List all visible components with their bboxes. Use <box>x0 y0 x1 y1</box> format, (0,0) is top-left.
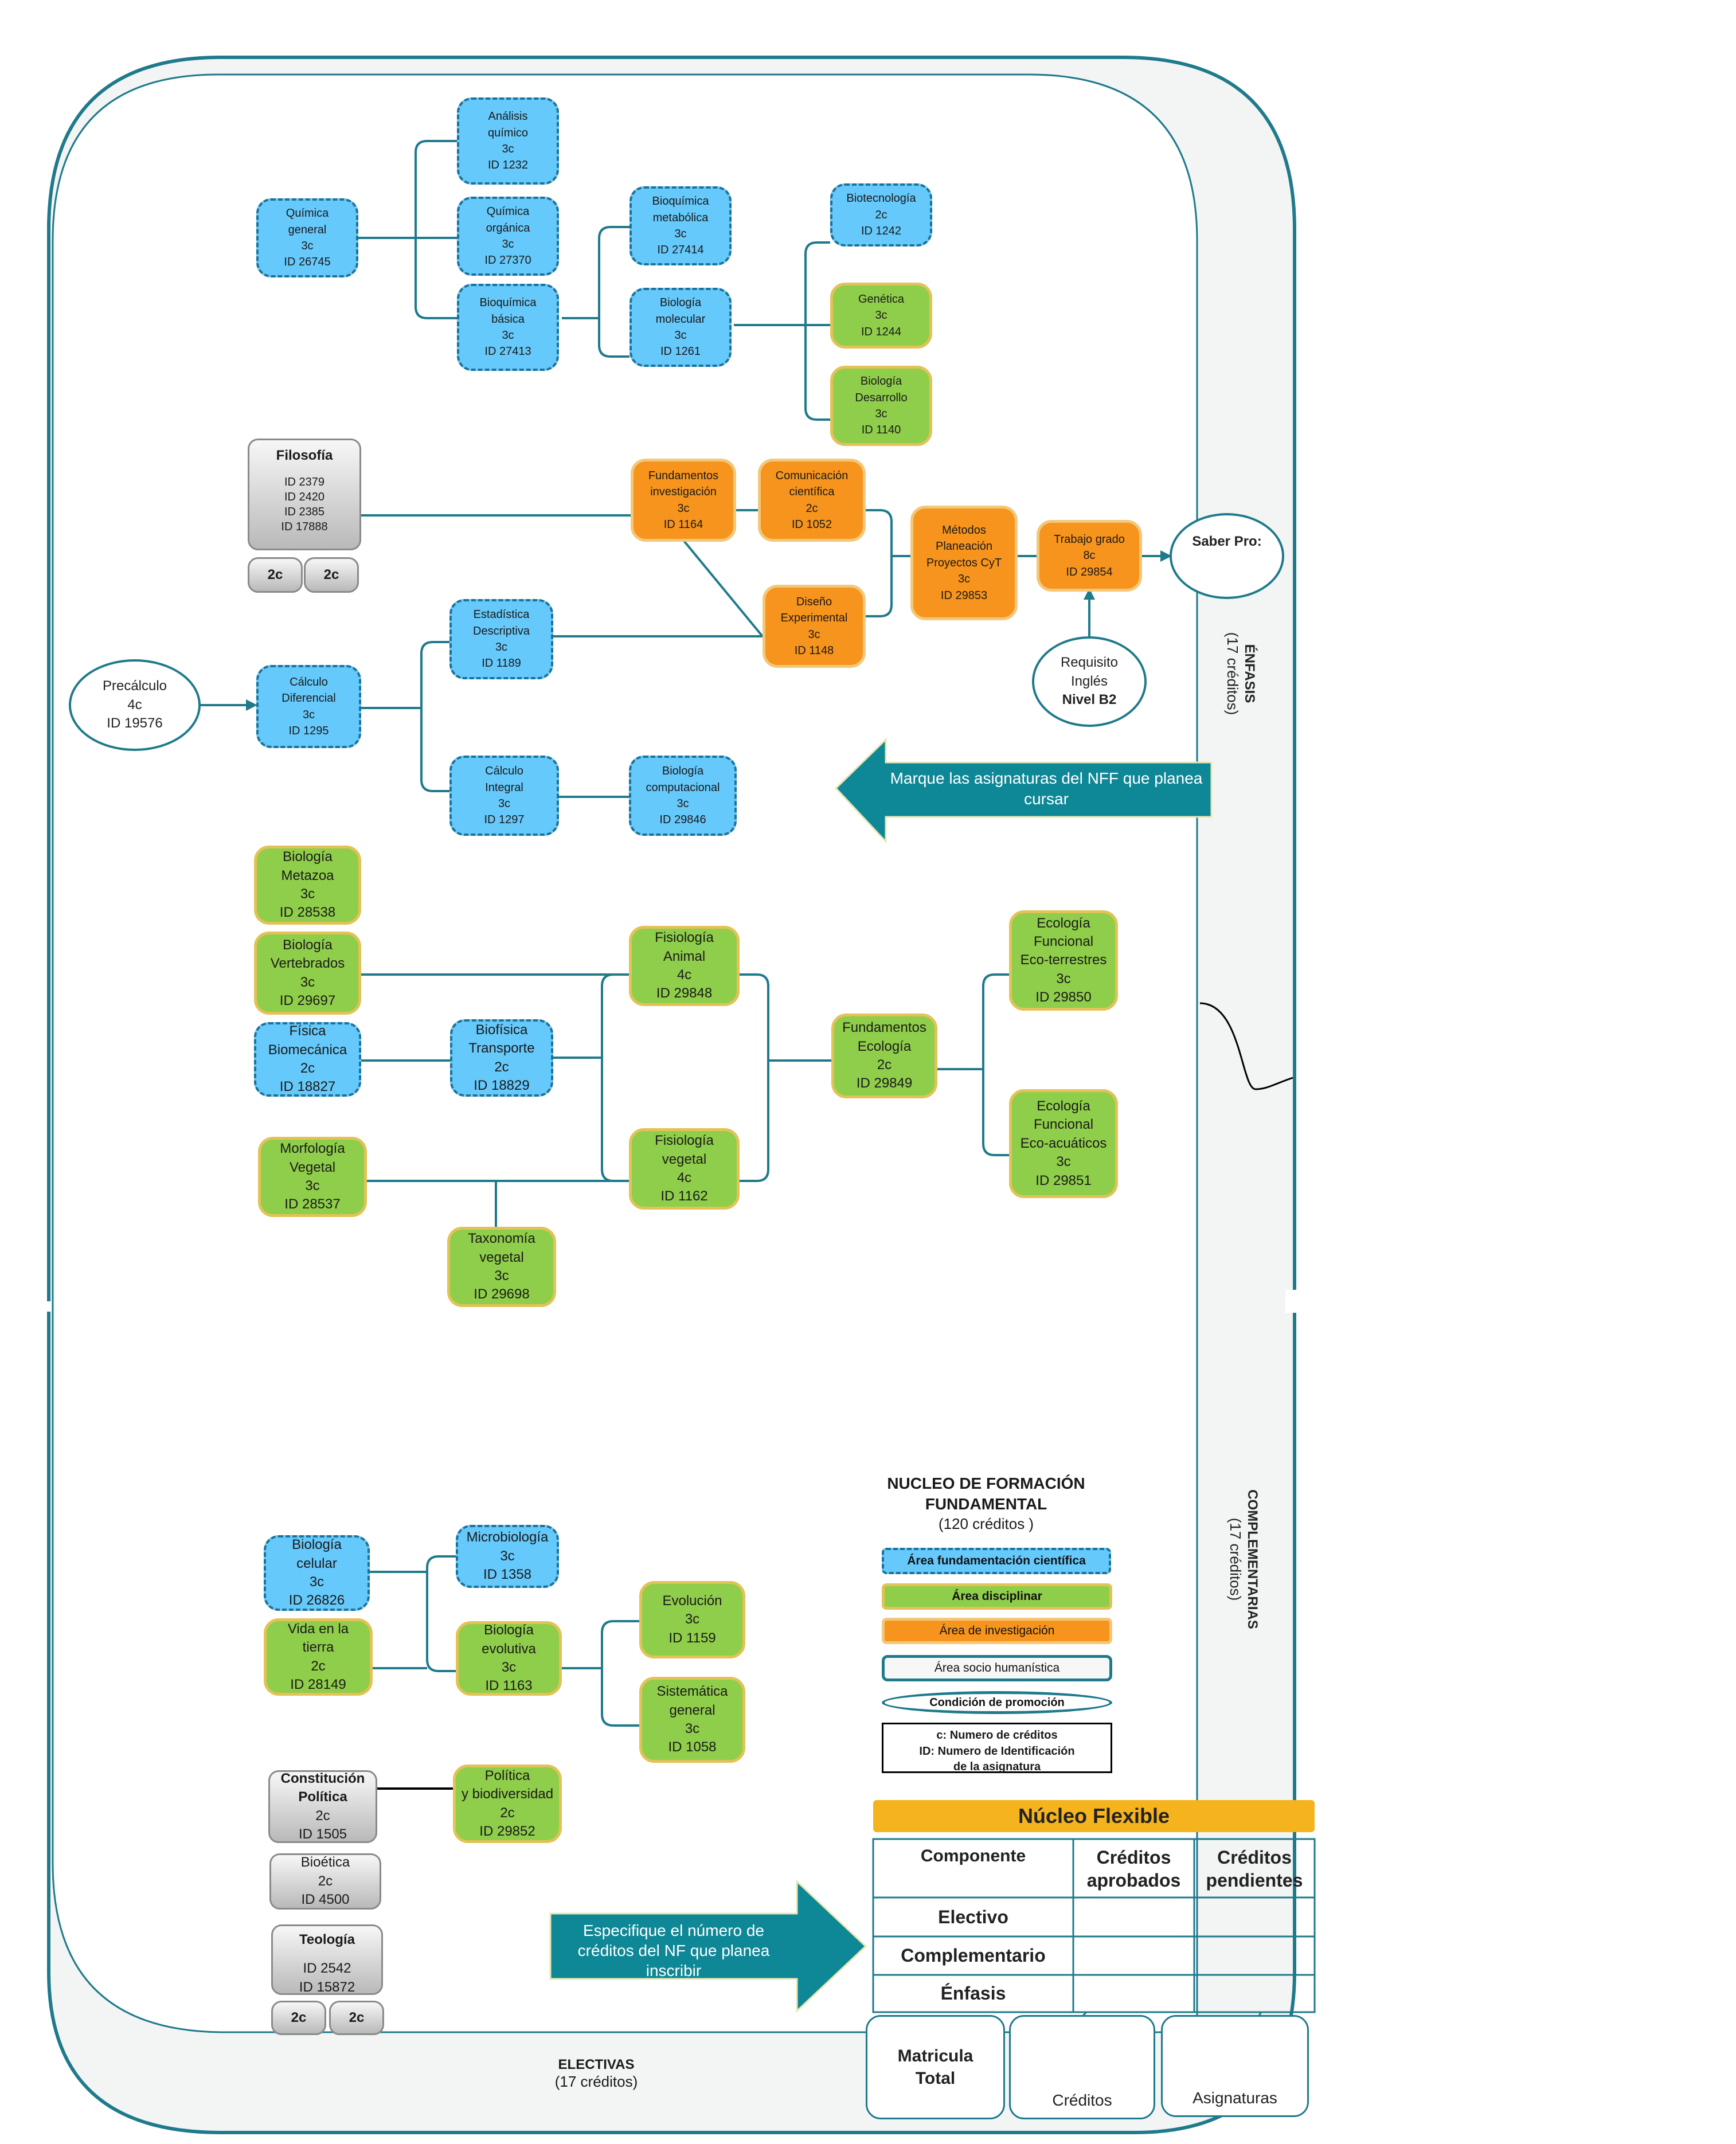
subject-fundamentos-ecologia[interactable]: Fundamentos Ecología 2c ID 29849 <box>831 1014 937 1098</box>
subject-taxonomia-vegetal[interactable]: Taxonomía vegetal 3c ID 29698 <box>447 1227 556 1307</box>
subject-fisiologia-animal[interactable]: Fisiología Animal 4c ID 29848 <box>629 926 740 1006</box>
legend-title: NUCLEO DE FORMACIÓN FUNDAMENTAL <box>887 1474 1085 1513</box>
input-enfasis-aprobados[interactable] <box>1075 1977 1192 2010</box>
header-creditos-pendientes: Créditos pendientes <box>1206 1847 1303 1891</box>
subject-fisiologia-vegetal[interactable]: Fisiología vegetal 4c ID 1162 <box>629 1128 740 1210</box>
header-creditos-aprobados: Créditos aprobados <box>1086 1847 1181 1891</box>
callout-nff-text: Marque las asignaturas del NFF que plane… <box>890 769 1203 808</box>
subject-calculo-diferencial[interactable]: Cálculo Diferencial 3c ID 1295 <box>256 665 361 748</box>
subject-quimica-organica[interactable]: Química orgánica 3c ID 27370 <box>457 197 559 276</box>
subject-fundamentos-investigacion[interactable]: Fundamentos investigación 3c ID 1164 <box>631 459 736 542</box>
subject-bioquimica-metabolica[interactable]: Bioquímica metabólica 3c ID 27414 <box>630 186 732 265</box>
filosofia-credit-1[interactable]: 2c <box>248 557 303 593</box>
input-electivo-aprobados[interactable] <box>1075 1899 1192 1935</box>
section-electivas: ELECTIVAS (17 créditos) <box>554 2057 638 2090</box>
subject-morfologia-vegetal[interactable]: Morfología Vegetal 3c ID 28537 <box>258 1137 367 1217</box>
subject-trabajo-grado[interactable]: Trabajo grado 8c ID 29854 <box>1037 520 1142 592</box>
row-complementario-label: Complementario <box>901 1945 1046 1966</box>
subject-diseno-experimental[interactable]: Diseño Experimental 3c ID 1148 <box>763 585 866 668</box>
input-complementario-pendientes[interactable] <box>1196 1938 1313 1973</box>
saber-pro-condition: Saber Pro: <box>1170 513 1284 599</box>
subject-biologia-computacional[interactable]: Biología computacional 3c ID 29846 <box>629 756 737 836</box>
callout-left-arrow <box>834 737 1213 844</box>
nucleo-flexible-banner: Núcleo Flexible <box>873 1800 1315 1832</box>
subject-estadistica-descriptiva[interactable]: Estadística Descriptiva 3c ID 1189 <box>449 599 553 679</box>
subject-calculo-integral[interactable]: Cálculo Integral 3c ID 1297 <box>449 756 559 836</box>
subject-biologia-desarrollo[interactable]: Biología Desarrollo 3c ID 1140 <box>830 366 932 446</box>
subject-quimica-general[interactable]: Química general 3c ID 26745 <box>256 198 358 277</box>
subject-microbiologia[interactable]: Microbiología 3c ID 1358 <box>456 1525 559 1588</box>
subject-evolucion[interactable]: Evolución 3c ID 1159 <box>639 1581 745 1658</box>
callout-nf-text: Especifique el número de créditos del NF… <box>577 1922 770 1979</box>
header-componente: Componente <box>920 1846 1026 1865</box>
subject-comunicacion-cientifica[interactable]: Comunicación científica 2c ID 1052 <box>758 459 866 542</box>
legend-key: c: Numero de créditos ID: Numero de Iden… <box>882 1723 1112 1773</box>
subject-fisica-biomecanica[interactable]: Física Biomecánica 2c ID 18827 <box>254 1022 361 1097</box>
subject-ecologia-eco-terrestres[interactable]: Ecología Funcional Eco-terrestres 3c ID … <box>1009 910 1118 1011</box>
subject-metodos-planeacion[interactable]: Métodos Planeación Proyectos CyT 3c ID 2… <box>910 506 1018 620</box>
subject-politica-biodiversidad[interactable]: Política y biodiversidad 2c ID 29852 <box>453 1765 562 1843</box>
subject-genetica[interactable]: Genética 3c ID 1244 <box>830 283 932 349</box>
subject-biologia-metazoa[interactable]: Biología Metazoa 3c ID 28538 <box>254 846 361 925</box>
row-enfasis-label: Énfasis <box>940 1983 1006 2004</box>
subject-sistematica-general[interactable]: Sistemática general 3c ID 1058 <box>639 1677 745 1763</box>
matricula-asignaturas-field[interactable]: Asignaturas <box>1161 2015 1309 2117</box>
input-electivo-pendientes[interactable] <box>1196 1899 1313 1935</box>
subject-constitucion-politica[interactable]: Constitución Política 2c ID 1505 <box>268 1770 377 1843</box>
input-complementario-aprobados[interactable] <box>1075 1938 1192 1973</box>
callout-right-arrow <box>549 1879 867 2013</box>
subject-teologia[interactable]: Teología ID 2542 ID 15872 <box>271 1924 383 1995</box>
legend-area-socio-humanistica: Área socio humanística <box>882 1655 1112 1681</box>
filosofia-credit-2[interactable]: 2c <box>304 557 359 593</box>
subject-analisis-quimico[interactable]: Análisis químico 3c ID 1232 <box>457 97 559 185</box>
teologia-credit-2[interactable]: 2c <box>329 2001 384 2035</box>
legend-area-investigacion: Área de investigación <box>882 1618 1112 1644</box>
legend-title-credits: (120 créditos ) <box>938 1515 1034 1532</box>
teologia-credit-1[interactable]: 2c <box>271 2001 326 2035</box>
subject-ecologia-eco-acuaticos[interactable]: Ecología Funcional Eco-acuáticos 3c ID 2… <box>1009 1089 1118 1198</box>
row-electivo-label: Electivo <box>938 1906 1008 1927</box>
input-enfasis-pendientes[interactable] <box>1196 1977 1313 2010</box>
subject-bioetica[interactable]: Bioética 2c ID 4500 <box>269 1853 381 1910</box>
requisito-ingles-condition: Requisito Inglés Nivel B2 <box>1032 636 1147 727</box>
legend-area-disciplinar: Área disciplinar <box>882 1583 1112 1610</box>
legend-area-cientifica: Área fundamentación científica <box>882 1548 1111 1574</box>
subject-filosofia[interactable]: Filosofía ID 2379 ID 2420 ID 2385 ID 178… <box>248 439 361 550</box>
precalculo-condition: Precálculo 4c ID 19576 <box>69 659 201 751</box>
legend-condicion-promocion: Condición de promoción <box>882 1691 1112 1714</box>
subject-biologia-evolutiva[interactable]: Biología evolutiva 3c ID 1163 <box>456 1621 562 1696</box>
subject-bioquimica-basica[interactable]: Bioquímica básica 3c ID 27413 <box>457 284 559 371</box>
subject-vida-en-la-tierra[interactable]: Vida en la tierra 2c ID 28149 <box>264 1618 373 1696</box>
section-complementarias: COMPLEMENTARIAS (17 créditos) <box>1227 1489 1260 1629</box>
subject-biologia-celular[interactable]: Biología celular 3c ID 26826 <box>264 1535 370 1611</box>
matricula-total-label: Matricula Total <box>866 2015 1005 2119</box>
subject-biologia-vertebrados[interactable]: Biología Vertebrados 3c ID 29697 <box>254 932 361 1015</box>
subject-biotecnologia[interactable]: Biotecnología 2c ID 1242 <box>830 183 932 247</box>
matricula-creditos-field[interactable]: Créditos <box>1009 2015 1155 2119</box>
subject-biofisica-transporte[interactable]: Biofísica Transporte 2c ID 18829 <box>450 1019 553 1097</box>
section-enfasis: ÉNFASIS (17 créditos) <box>1224 632 1257 715</box>
subject-biologia-molecular[interactable]: Biología molecular 3c ID 1261 <box>630 288 732 367</box>
